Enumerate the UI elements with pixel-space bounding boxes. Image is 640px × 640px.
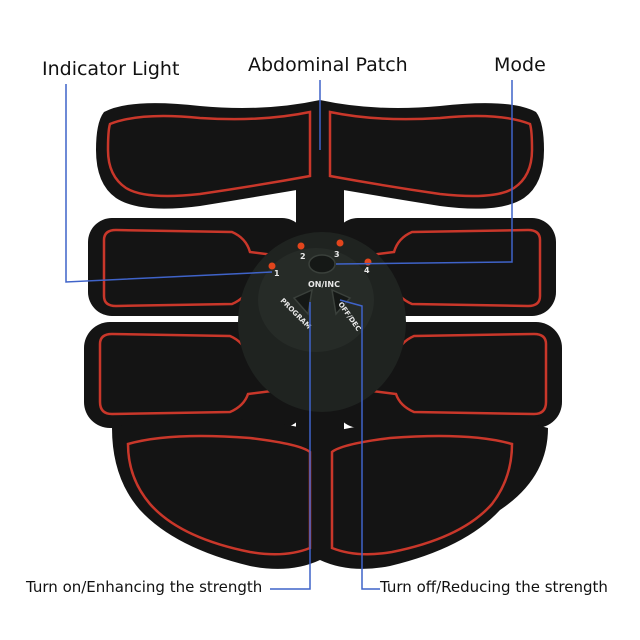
indicator-led-2	[297, 242, 305, 250]
indicator-light-leader	[65, 84, 273, 283]
led-number-1: 1	[274, 269, 280, 278]
leader-lines	[65, 80, 513, 590]
pad-top-right	[320, 100, 544, 209]
controller-unit: 1 2 3 4 ON/INC PROGRAM OFF/DEC	[238, 232, 406, 412]
turn-off-leader	[339, 299, 380, 590]
off-dec-button[interactable]	[331, 288, 352, 316]
turn-off-label: Turn off/Reducing the strength	[380, 578, 608, 596]
abdominal-patch-label: Abdominal Patch	[248, 54, 408, 76]
led-number-4: 4	[364, 266, 370, 275]
pad-bottom-right	[320, 418, 548, 569]
on-inc-label: ON/INC	[308, 280, 340, 289]
turn-on-label: Turn on/Enhancing the strength	[26, 578, 263, 596]
indicator-led-1	[268, 262, 276, 270]
mode-button[interactable]	[308, 254, 336, 274]
indicator-led-3	[336, 239, 344, 247]
pad-bottom-left	[112, 418, 320, 569]
indicator-light-label: Indicator Light	[42, 58, 180, 80]
indicator-led-4	[364, 258, 372, 266]
turn-on-leader	[270, 302, 311, 590]
pad-top-left	[96, 100, 320, 209]
controller-sheen	[258, 248, 374, 352]
led-number-3: 3	[334, 250, 340, 259]
mode-leader	[335, 80, 513, 265]
mode-label: Mode	[494, 54, 546, 76]
led-number-2: 2	[300, 252, 306, 261]
